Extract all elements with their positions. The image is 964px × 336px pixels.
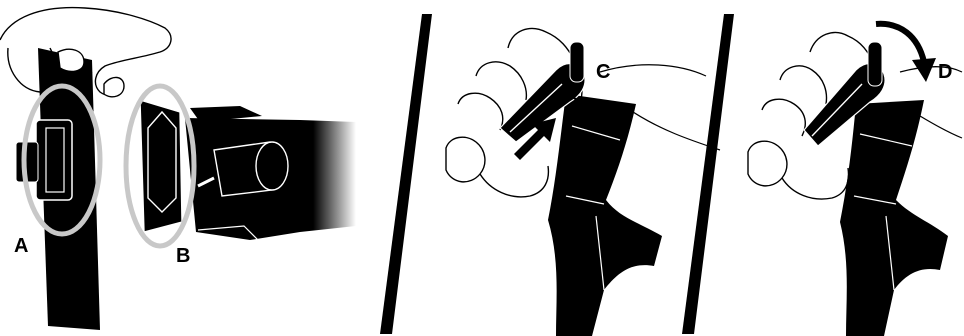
hand-thumb-outline [57, 48, 85, 73]
panel-1-attach: A B [0, 6, 356, 330]
hook-gap [547, 94, 581, 105]
label-b: B [176, 245, 190, 267]
rotate-arrow-head [912, 58, 936, 82]
panel-2-hook: C [445, 27, 721, 336]
label-d: D [938, 61, 952, 83]
panel-divider-1 [380, 14, 432, 334]
holster-clip-edge [509, 83, 563, 133]
hand-knuckle-outline [103, 76, 125, 98]
hook-catch [569, 41, 585, 83]
label-a: A [14, 235, 28, 257]
hand-outline [445, 27, 583, 198]
hand-outline [747, 31, 875, 200]
hook-catch [867, 41, 883, 87]
hand-outline [0, 6, 172, 97]
holster-barrel-end [255, 141, 289, 191]
holster-clip-edge [811, 83, 863, 137]
push-arrow [514, 118, 556, 160]
clip-mount [35, 119, 73, 201]
holster-flap [190, 106, 262, 122]
strap-stitch [565, 125, 621, 291]
belt-strap [548, 94, 662, 336]
belt-strap [840, 100, 948, 336]
holster-bracket-inner [147, 110, 177, 213]
highlight-ring-b [123, 83, 197, 249]
panel-divider-2 [682, 14, 734, 334]
highlight-ring-a [21, 83, 103, 237]
holster-seam [197, 225, 259, 241]
hand-wrist-outline [899, 66, 963, 139]
panel-3-rotate: D [747, 20, 963, 336]
holster-clip [803, 63, 886, 147]
strap-stitch [853, 133, 913, 291]
holster-pin [197, 176, 215, 188]
label-c: C [596, 61, 610, 83]
rotate-arrow [875, 20, 927, 63]
clip-mount-inner [45, 127, 65, 193]
